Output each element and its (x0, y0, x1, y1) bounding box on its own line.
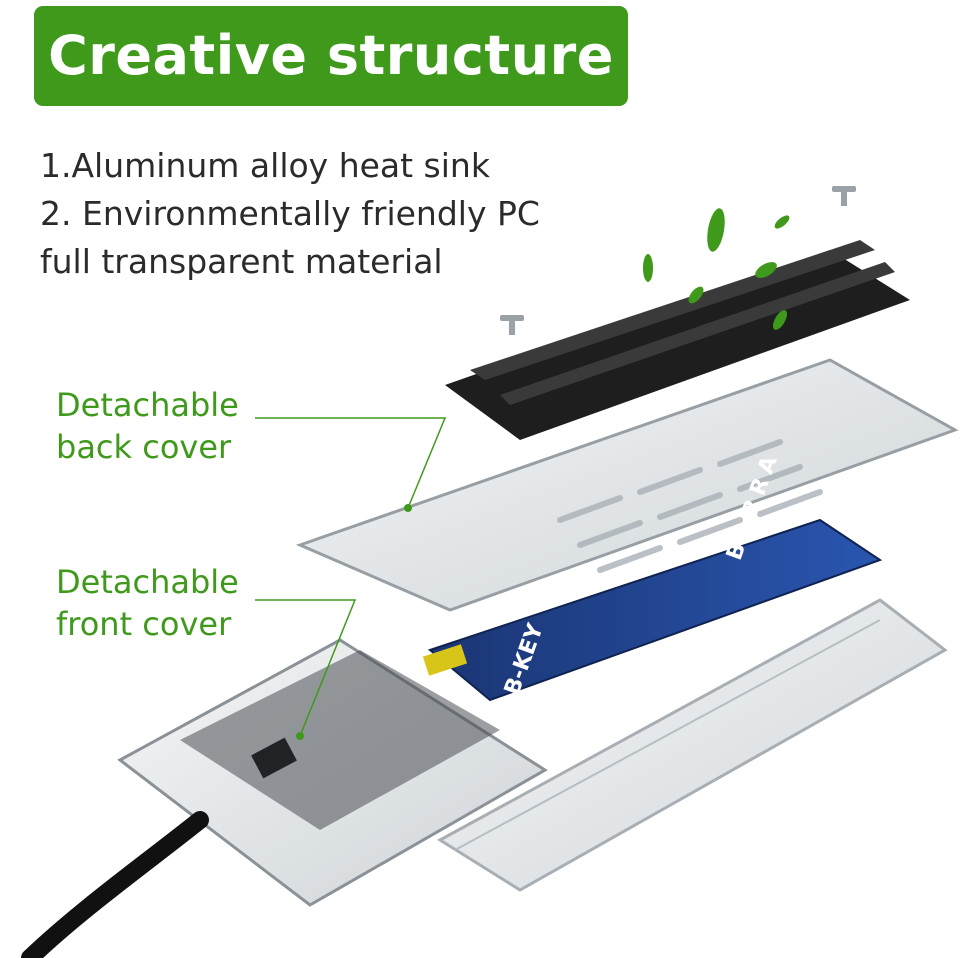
feature-item: full transparent material (40, 242, 443, 281)
callout-leader-lines (255, 417, 447, 737)
callout-dot-front (296, 732, 304, 740)
back-cover-shell (295, 358, 959, 612)
heat-sink (445, 240, 910, 440)
front-cover-shell (117, 638, 548, 907)
screw-icons (500, 186, 856, 335)
page-title: Creative structure (48, 24, 614, 87)
ssd-board (422, 518, 883, 702)
usb-cable (21, 811, 209, 958)
leaf-icons (643, 208, 790, 330)
back-cover-callout: Detachable back cover (56, 384, 239, 468)
feature-item: 1.Aluminum alloy heat sink (40, 146, 490, 185)
feature-list: 1.Aluminum alloy heat sink 2. Environmen… (40, 142, 540, 286)
callout-line: Detachable (56, 386, 239, 424)
bottom-base-shell (437, 598, 948, 892)
callout-line: front cover (56, 605, 232, 643)
callout-line: Detachable (56, 563, 239, 601)
callout-dot-back (404, 504, 412, 512)
front-cover-callout: Detachable front cover (56, 561, 239, 645)
callout-line: back cover (56, 428, 232, 466)
title-banner: Creative structure (34, 6, 628, 106)
feature-item: 2. Environmentally friendly PC (40, 194, 540, 233)
